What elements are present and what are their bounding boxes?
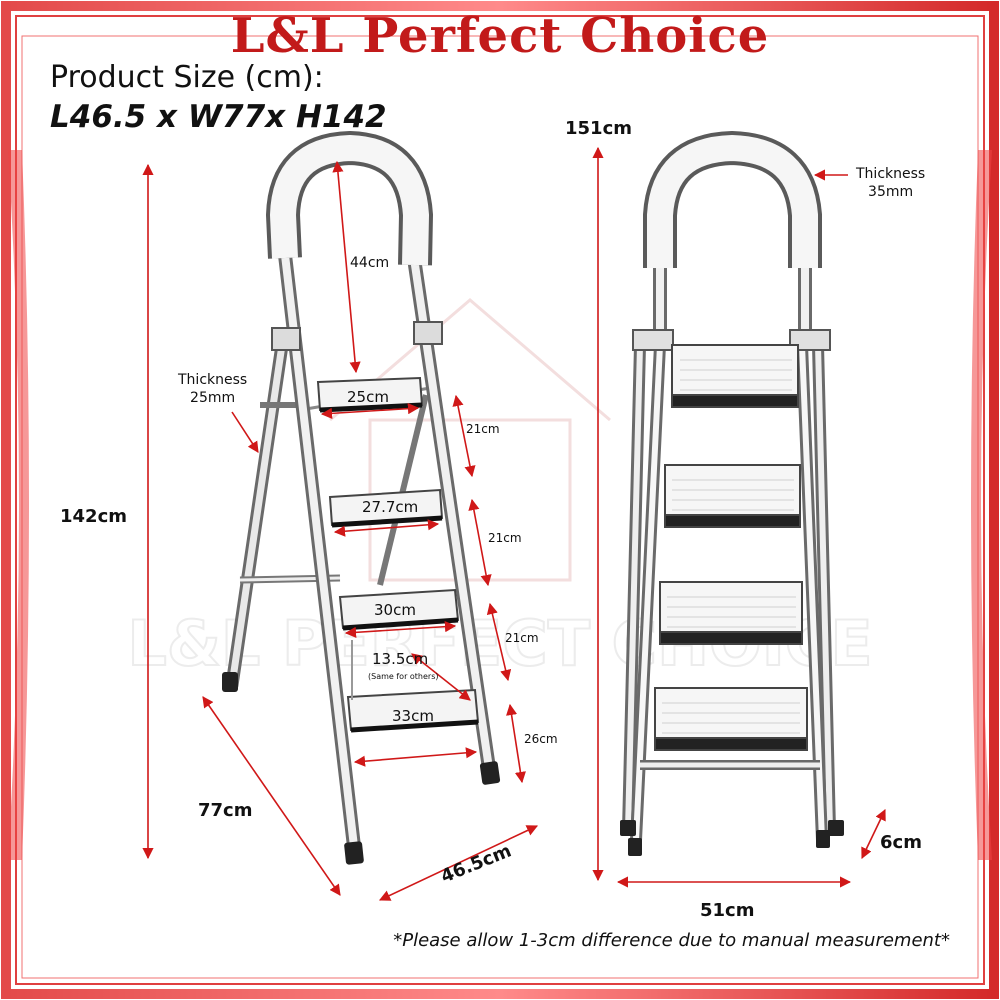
ladder-front-view (620, 130, 844, 856)
watermark-logo (329, 298, 611, 582)
step-gap-1: 21cm (466, 422, 500, 436)
side-depth-label: 77cm (198, 800, 253, 821)
product-size-value: L46.5 x W77x H142 (50, 99, 387, 135)
step-width-1: 25cm (347, 388, 389, 406)
step-gap-2: 21cm (488, 531, 522, 545)
step-gap-4: 26cm (524, 732, 558, 746)
step-width-4: 33cm (392, 707, 434, 725)
step-panels (654, 344, 808, 751)
step-width-3: 30cm (374, 601, 416, 619)
step-gap-3: 21cm (505, 631, 539, 645)
front-height-label: 151cm (565, 118, 632, 139)
handle-height-label: 44cm (350, 255, 390, 271)
step-depth-label: 13.5cm (372, 650, 429, 668)
measurement-disclaimer: *Please allow 1-3cm difference due to ma… (393, 930, 950, 951)
product-size-label: Product Size (cm): (50, 60, 324, 95)
frame-thickness-label: Thickness 25mm (178, 372, 248, 406)
handle-thickness-label: Thickness 35mm (856, 166, 926, 200)
brand-title: L&L Perfect Choice (230, 8, 770, 64)
step-width-2: 27.7cm (362, 498, 419, 516)
step-ribs (662, 359, 800, 734)
step-depth-note: (Same for others) (368, 672, 439, 681)
step-treads (316, 376, 480, 733)
side-height-label: 142cm (60, 506, 127, 527)
dimension-arrows (142, 146, 886, 901)
ladder-side-view (222, 130, 501, 865)
foot-size-label: 6cm (880, 832, 922, 853)
front-width-label: 51cm (700, 900, 755, 921)
